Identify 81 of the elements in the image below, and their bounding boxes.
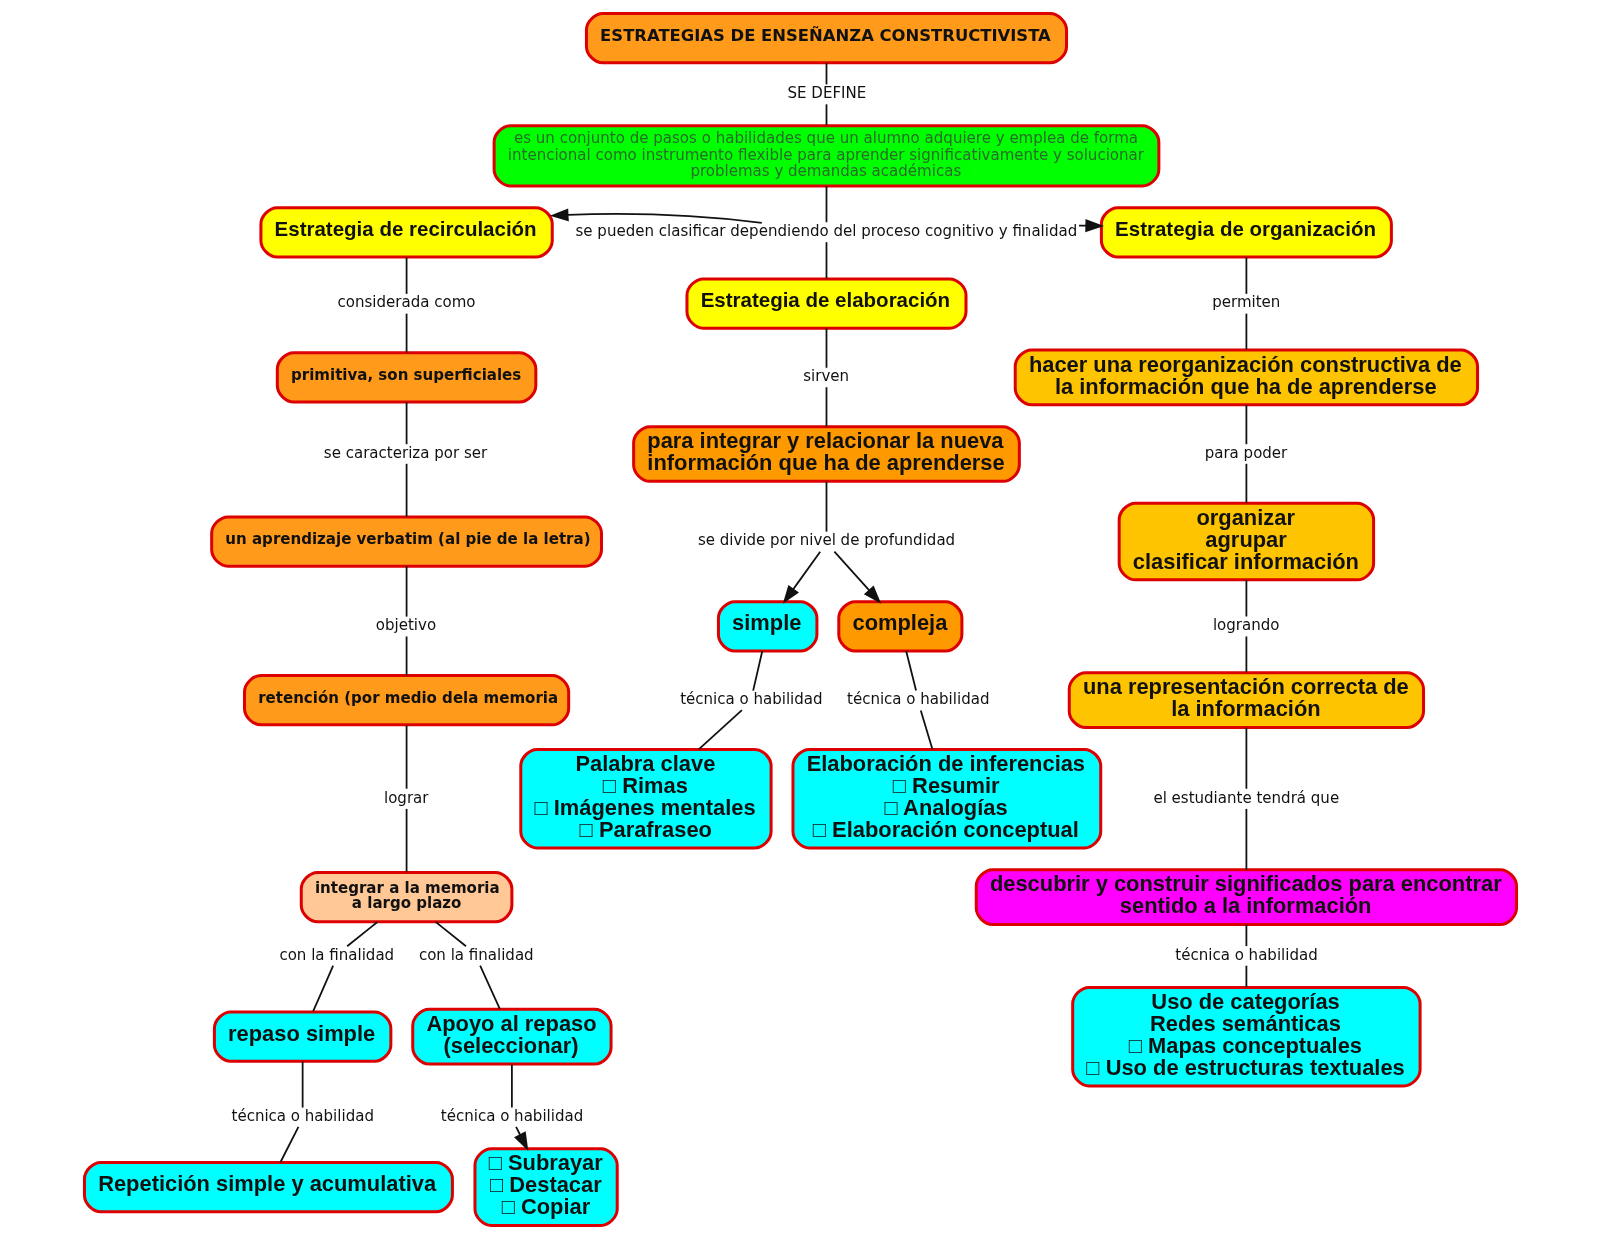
- connector: [405, 401, 407, 446]
- node-box: es un conjunto de pasos o habilidades que un alumno adquiere y emplea de forma intencional como instrumento flexible para aprender significativamente y solucionar problemas y demandas académicas: [492, 124, 1160, 188]
- node-text: permiten: [1211, 293, 1280, 312]
- node-text: el estudiante tendrá que: [1152, 788, 1339, 807]
- node-box: hacer una reorganización constructiva de la información que ha de aprenderse: [1013, 348, 1479, 407]
- connector: [1245, 462, 1247, 504]
- connector: [1245, 256, 1247, 295]
- node-box: retención (por medio dela memoria: [242, 674, 570, 727]
- connector: [697, 709, 743, 751]
- node-text: técnica o habilidad: [846, 690, 989, 709]
- connector: [405, 312, 407, 354]
- connector: [1245, 964, 1247, 989]
- node-box: Palabra clave □ Rimas □ Imágenes mentales □ Parafraseo: [518, 747, 773, 850]
- connector: [345, 921, 378, 948]
- node-box: Estrategia de elaboración: [684, 277, 967, 330]
- connector: [405, 256, 407, 295]
- node-text: se divide por nivel de profundidad: [697, 531, 955, 550]
- node-text: sirven: [802, 367, 849, 386]
- node-box: ESTRATEGIAS DE ENSEÑANZA CONSTRUCTIVISTA: [584, 12, 1068, 65]
- connector: [311, 964, 334, 1013]
- node-text: lograr: [383, 788, 429, 807]
- connector: [825, 327, 827, 369]
- node-text: considerada como: [337, 293, 476, 312]
- node-text: técnica o habilidad: [231, 1107, 374, 1126]
- node-text: con la finalidad: [278, 945, 394, 964]
- connector: [1245, 579, 1247, 618]
- node-text: SE DEFINE: [787, 84, 866, 103]
- node-box: Estrategia de organización: [1099, 206, 1393, 259]
- connector: [825, 185, 827, 224]
- node-box: simple: [716, 600, 818, 653]
- connector: [751, 650, 763, 692]
- node-box: Repetición simple y acumulativa: [82, 1161, 454, 1214]
- connector: [1245, 808, 1247, 871]
- node-box: Estrategia de recirculación: [258, 206, 554, 259]
- connector: [510, 1063, 513, 1109]
- node-text: técnica o habilidad: [1174, 945, 1318, 964]
- connector: [825, 241, 827, 280]
- node-box: Uso de categorías Redes semánticas □ Mapas conceptuales □ Uso de estructuras textuales: [1070, 985, 1422, 1088]
- connector: [278, 1126, 299, 1164]
- node-box: para integrar y relacionar la nueva información que ha de aprenderse: [631, 425, 1021, 483]
- connector: [904, 650, 917, 692]
- node-box: descubrir y construir significados para encontrar sentido a la información: [974, 868, 1518, 926]
- node-box: repaso simple: [212, 1010, 392, 1063]
- node-text: para poder: [1204, 443, 1287, 462]
- connector: [478, 964, 501, 1010]
- arrow: [549, 208, 763, 224]
- node-box: un aprendizaje verbatim (al pie de la letra): [209, 515, 603, 568]
- node-text: técnica o habilidad: [440, 1107, 583, 1126]
- arrow: [833, 550, 881, 604]
- node-box: □ Subrayar □ Destacar □ Copiar: [472, 1147, 619, 1227]
- node-text: con la finalidad: [418, 945, 534, 964]
- connector: [405, 462, 407, 518]
- node-text: se pueden clasificar dependiendo del proceso cognitivo y finalidad: [575, 222, 1077, 241]
- connector: [434, 921, 467, 948]
- connector: [1245, 312, 1247, 351]
- connector: [405, 635, 407, 677]
- connector: [405, 565, 407, 618]
- connector: [1245, 635, 1247, 674]
- connector: [825, 62, 827, 86]
- node-box: una representación correcta de la información: [1067, 671, 1425, 730]
- connector: [919, 709, 933, 751]
- connector: [1245, 726, 1247, 790]
- node-box: compleja: [836, 600, 963, 653]
- connector: [825, 386, 827, 428]
- node-box: organizar agrupar clasificar información: [1117, 501, 1375, 582]
- connector: [405, 808, 407, 874]
- connector: [825, 480, 827, 533]
- node-box: integrar a la memoria a largo plazo: [299, 871, 513, 924]
- node-text: objetivo: [375, 616, 436, 635]
- node-text: técnica o habilidad: [679, 690, 823, 709]
- arrow: [782, 550, 821, 604]
- connector: [1245, 404, 1247, 446]
- connector: [1245, 923, 1247, 948]
- node-box: primitiva, son superficiales: [275, 351, 537, 404]
- node-box: Apoyo al repaso (seleccionar): [410, 1007, 613, 1066]
- connector: [405, 724, 407, 790]
- connector: [301, 1060, 303, 1109]
- connector: [825, 103, 827, 127]
- node-text: se caracteriza por ser: [323, 443, 487, 462]
- node-box: Elaboración de inferencias □ Resumir □ Analogías □ Elaboración conceptual: [790, 747, 1102, 850]
- node-text: logrando: [1212, 616, 1279, 635]
